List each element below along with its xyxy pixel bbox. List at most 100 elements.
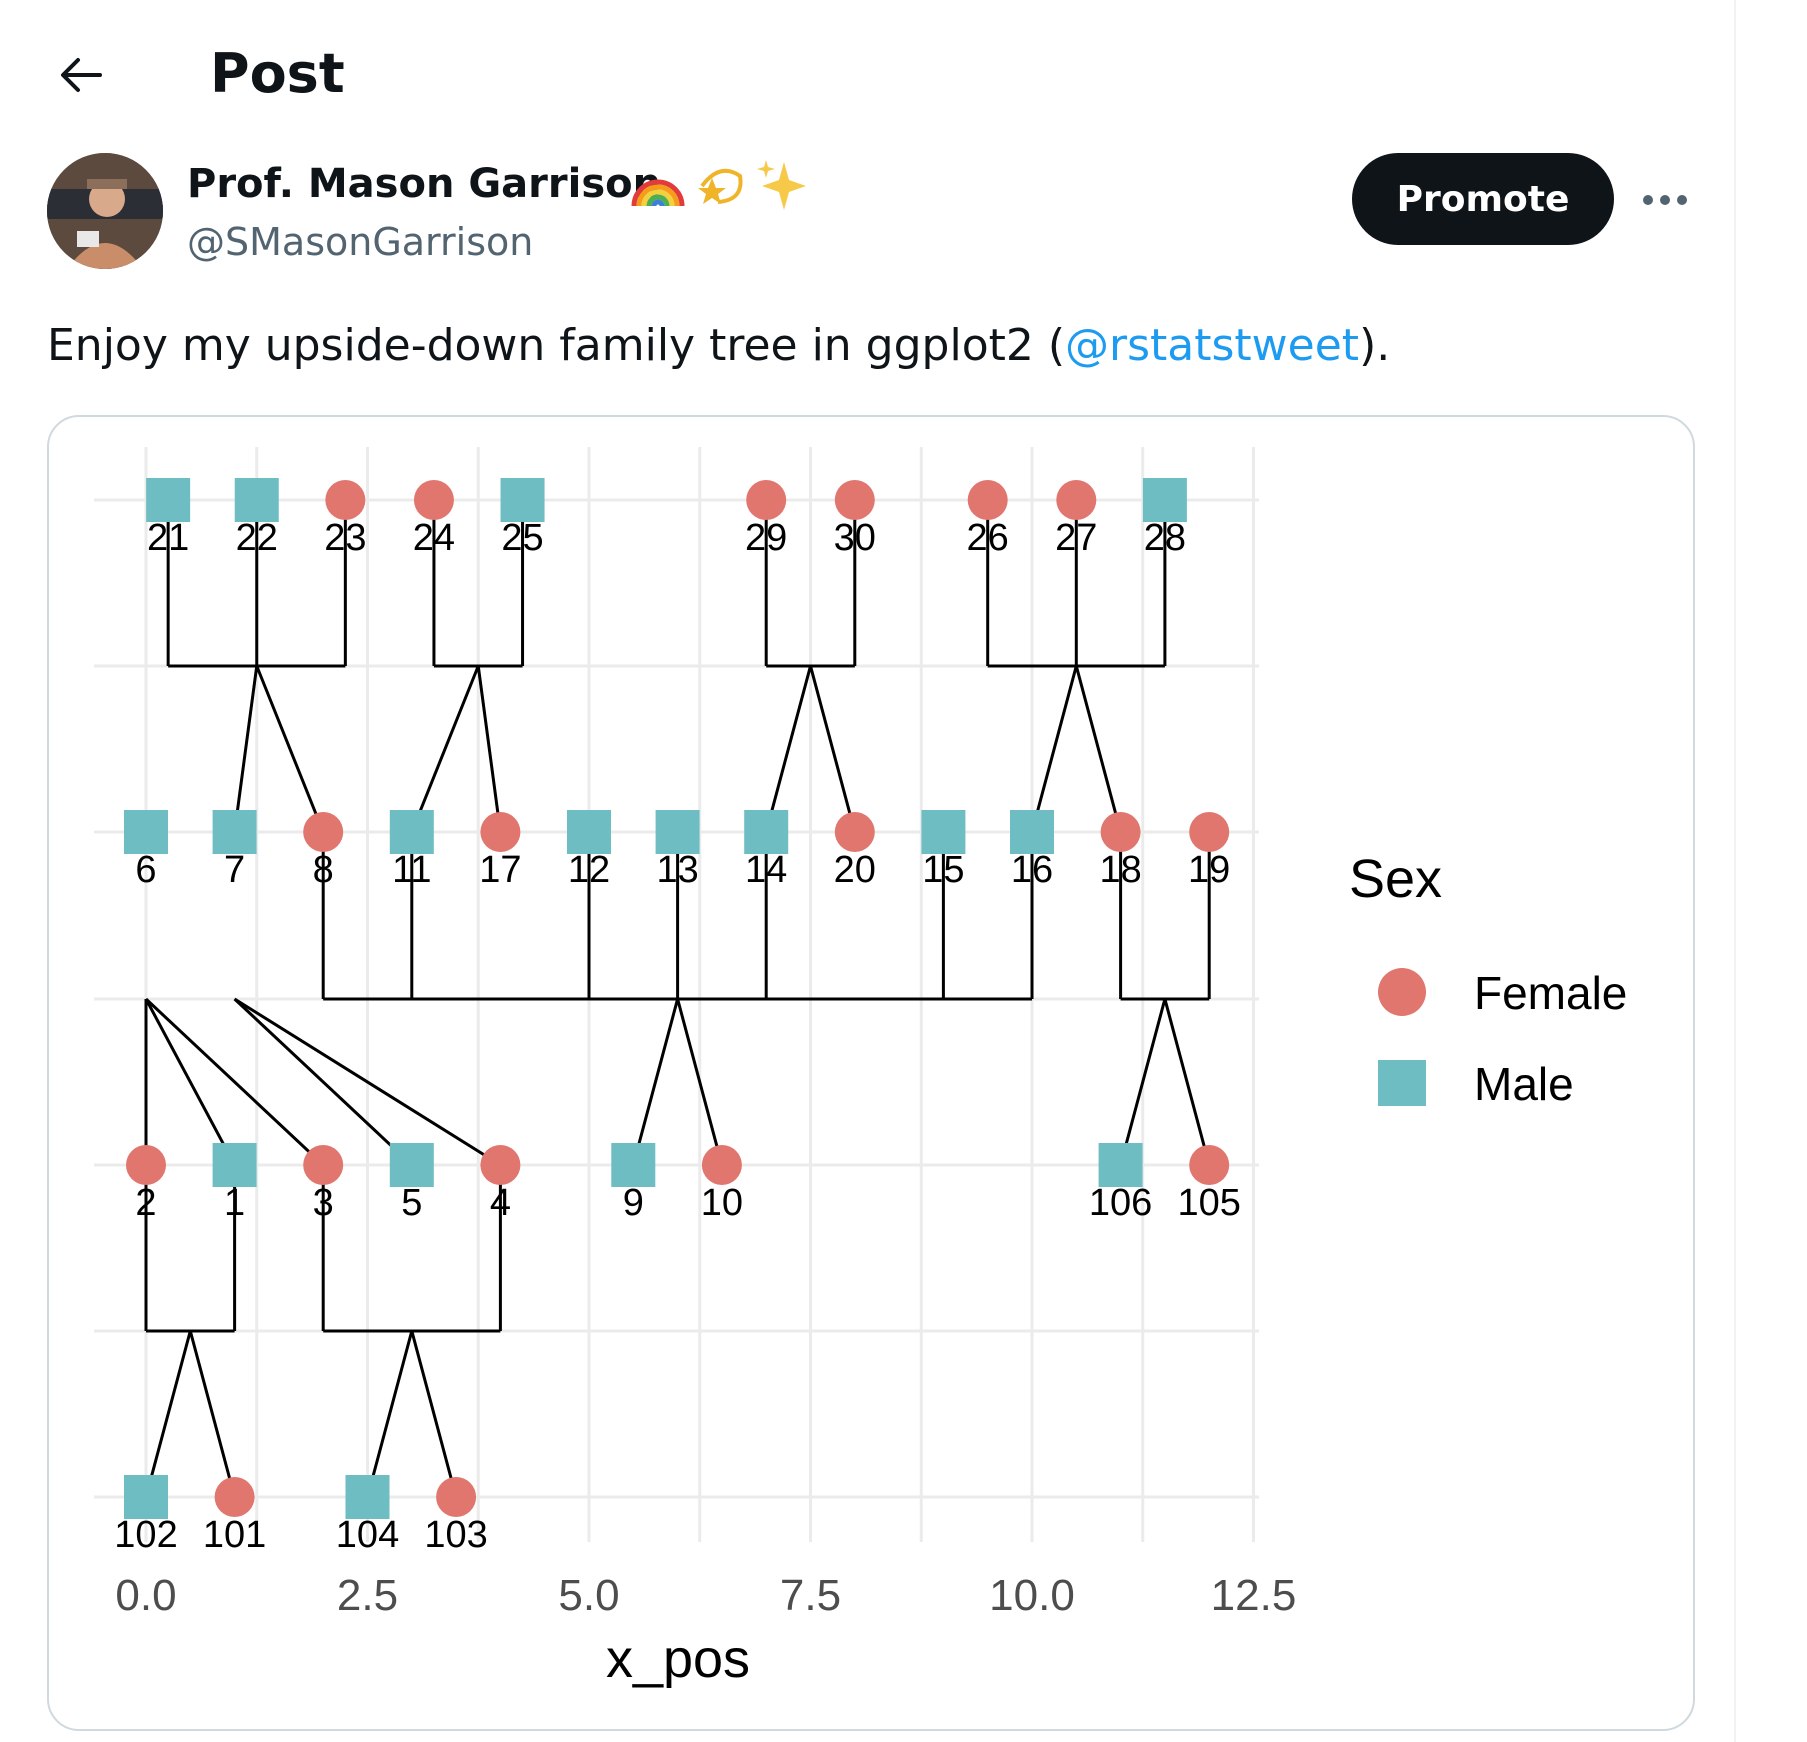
node-male-15 xyxy=(921,810,966,854)
avatar[interactable] xyxy=(47,153,163,269)
node-male-22 xyxy=(234,478,279,522)
node-label-6: 6 xyxy=(135,849,156,891)
x-axis-title: x_pos xyxy=(606,1629,750,1689)
more-dots-icon xyxy=(1643,195,1687,205)
child-link-line xyxy=(1119,998,1167,1166)
node-label-19: 19 xyxy=(1188,849,1230,891)
node-male-5 xyxy=(389,1143,434,1187)
node-male-13 xyxy=(655,810,700,854)
node-female-24 xyxy=(413,480,454,520)
node-label-5: 5 xyxy=(401,1182,422,1224)
node-male-14 xyxy=(744,810,789,854)
rainbow-icon xyxy=(631,179,685,207)
node-male-102 xyxy=(124,1475,168,1519)
node-label-29: 29 xyxy=(745,517,787,559)
child-link-line xyxy=(764,665,812,833)
node-label-106: 106 xyxy=(1089,1182,1152,1224)
node-label-26: 26 xyxy=(967,517,1009,559)
more-options-button[interactable] xyxy=(1630,170,1700,230)
node-male-6 xyxy=(124,810,168,854)
node-label-2: 2 xyxy=(135,1182,156,1224)
x-tick-label: 5.0 xyxy=(558,1571,619,1620)
x-tick-label: 12.5 xyxy=(1211,1571,1297,1620)
tweet-mention-link[interactable]: @rstatstweet xyxy=(1065,320,1360,371)
node-label-30: 30 xyxy=(834,517,876,559)
legend-female-label: Female xyxy=(1474,967,1627,1019)
child-link-line xyxy=(410,665,480,833)
node-label-1: 1 xyxy=(224,1182,245,1224)
node-male-7 xyxy=(212,810,257,854)
node-female-105 xyxy=(1189,1145,1230,1185)
node-male-11 xyxy=(389,810,434,854)
node-female-8 xyxy=(303,812,344,852)
child-link-line xyxy=(410,1330,458,1498)
post-header: Post xyxy=(0,0,1734,150)
node-label-103: 103 xyxy=(424,1514,487,1556)
tweet-text-before: Enjoy my upside-down family tree in ggpl… xyxy=(47,320,1066,371)
child-link-line xyxy=(233,997,413,1167)
node-male-25 xyxy=(500,478,545,522)
node-label-8: 8 xyxy=(313,849,334,891)
arrow-left-icon xyxy=(61,58,102,92)
x-tick-label: 2.5 xyxy=(337,1571,398,1620)
node-male-104 xyxy=(345,1475,390,1519)
child-link-line xyxy=(188,1330,237,1498)
child-link-line xyxy=(233,665,259,833)
node-male-12 xyxy=(567,810,611,854)
node-label-12: 12 xyxy=(568,849,610,891)
node-female-17 xyxy=(480,812,521,852)
child-link-line xyxy=(1030,665,1078,833)
x-tick-label: 0.0 xyxy=(115,1571,176,1620)
legend-title: Sex xyxy=(1349,849,1442,909)
node-female-101 xyxy=(214,1477,255,1517)
back-button[interactable] xyxy=(40,35,120,115)
child-link-line xyxy=(631,998,680,1166)
dizzy-star-icon xyxy=(698,168,743,204)
node-female-18 xyxy=(1100,812,1141,852)
legend-male-key xyxy=(1378,1060,1426,1106)
node-label-101: 101 xyxy=(203,1514,266,1556)
node-female-20 xyxy=(834,812,875,852)
child-link-line xyxy=(366,1330,414,1498)
child-link-line xyxy=(476,665,502,833)
node-label-22: 22 xyxy=(236,517,278,559)
node-label-105: 105 xyxy=(1177,1182,1240,1224)
node-label-13: 13 xyxy=(656,849,698,891)
page-title: Post xyxy=(210,42,345,105)
author-handle[interactable]: @SMasonGarrison xyxy=(187,220,534,264)
node-female-19 xyxy=(1189,812,1230,852)
legend-female-key xyxy=(1378,968,1426,1016)
child-link-line xyxy=(144,997,325,1167)
node-label-15: 15 xyxy=(922,849,964,891)
node-male-21 xyxy=(146,478,191,522)
node-label-23: 23 xyxy=(324,517,366,559)
tweet-text: Enjoy my upside-down family tree in ggpl… xyxy=(47,318,1390,374)
node-label-16: 16 xyxy=(1011,849,1053,891)
node-female-26 xyxy=(967,480,1008,520)
legend: Sex Female Male xyxy=(1349,849,1627,1110)
child-link-line xyxy=(1074,665,1123,833)
node-female-2 xyxy=(126,1145,166,1185)
node-label-20: 20 xyxy=(834,849,876,891)
child-link-line xyxy=(144,1330,192,1498)
node-label-14: 14 xyxy=(745,849,787,891)
node-label-11: 11 xyxy=(392,849,431,891)
column-divider xyxy=(1734,0,1736,1742)
promote-button[interactable]: Promote xyxy=(1352,153,1614,245)
node-female-29 xyxy=(746,480,787,520)
node-label-7: 7 xyxy=(224,849,245,891)
node-label-24: 24 xyxy=(413,517,455,559)
node-male-9 xyxy=(611,1143,656,1187)
author-emojis xyxy=(630,156,810,212)
child-link-line xyxy=(676,998,724,1166)
chart-edges xyxy=(144,500,1211,1498)
x-tick-label: 10.0 xyxy=(989,1571,1075,1620)
node-male-16 xyxy=(1010,810,1054,854)
author-name[interactable]: Prof. Mason Garrison xyxy=(187,161,662,207)
child-link-line xyxy=(809,665,857,833)
node-label-9: 9 xyxy=(623,1182,644,1224)
